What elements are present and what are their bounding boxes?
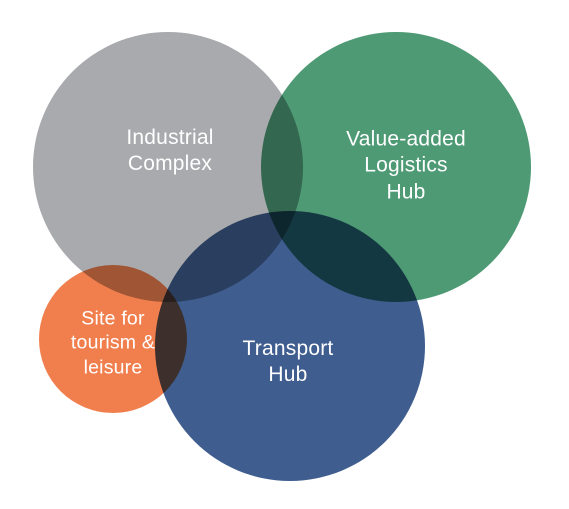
tourism-leisure-label-line: leisure xyxy=(83,356,143,379)
logistics-hub-label-line: Logistics xyxy=(364,153,448,177)
industrial-complex-label-line: Industrial xyxy=(126,125,214,149)
transport-hub-label: Transport Hub xyxy=(243,336,334,389)
industrial-complex-label: Industrial Complex xyxy=(126,125,213,178)
tourism-leisure-label-line: tourism & xyxy=(70,331,156,354)
transport-hub-label-line: Transport xyxy=(242,336,334,360)
transport-hub-circle xyxy=(155,211,425,481)
tourism-leisure-label: Site for tourism & leisure xyxy=(71,306,155,379)
industrial-complex-label-line: Complex xyxy=(127,152,213,175)
logistics-hub-label-line: Hub xyxy=(386,180,426,204)
tourism-leisure-label-line: Site for xyxy=(81,307,145,330)
logistics-hub-label: Value-added Logistics Hub xyxy=(346,127,466,206)
logistics-hub-label-line: Value-added xyxy=(346,127,466,151)
transport-hub-label-line: Hub xyxy=(268,363,308,386)
tourism-leisure-circle xyxy=(39,265,187,413)
